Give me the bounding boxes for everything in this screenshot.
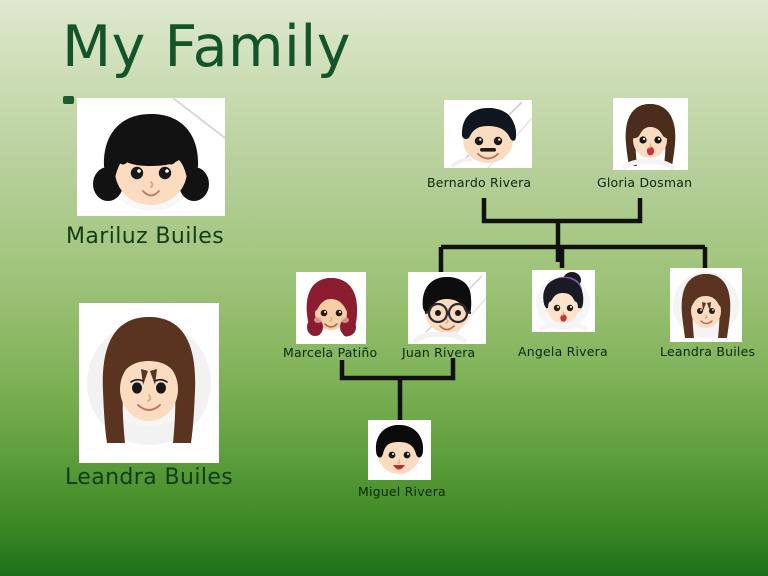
label-angela: Angela Rivera — [518, 344, 608, 359]
photo-gloria — [613, 98, 688, 170]
avatar-miguel — [368, 420, 431, 480]
label-bernardo: Bernardo Rivera — [427, 175, 532, 190]
avatar-juan — [408, 272, 486, 344]
label-leandra-tree: Leandra Builes — [660, 344, 756, 359]
label-miguel: Miguel Rivera — [358, 484, 446, 499]
photo-marcela — [296, 272, 366, 344]
photo-miguel — [368, 420, 431, 480]
label-marcela: Marcela Patiño — [283, 345, 378, 360]
avatar-leandra-tree — [670, 268, 742, 342]
label-gloria: Gloria Dosman — [597, 175, 693, 190]
label-leandra-featured: Leandra Builes — [65, 465, 234, 490]
page-title: My Family — [62, 14, 351, 80]
photo-leandra-tree — [670, 268, 742, 342]
photo-leandra-featured — [79, 303, 219, 463]
avatar-angela — [532, 270, 595, 332]
label-mariluz: Mariluz Builes — [66, 224, 225, 249]
bullet-marker — [63, 96, 74, 104]
avatar-leandra-featured — [79, 303, 219, 463]
avatar-bernardo — [444, 100, 532, 168]
photo-bernardo — [444, 100, 532, 168]
avatar-marcela — [296, 272, 366, 344]
photo-angela — [532, 270, 595, 332]
avatar-gloria — [613, 98, 688, 170]
label-juan: Juan Rivera — [402, 345, 476, 360]
photo-mariluz — [77, 98, 225, 216]
avatar-mariluz — [77, 98, 225, 216]
photo-juan — [408, 272, 486, 344]
